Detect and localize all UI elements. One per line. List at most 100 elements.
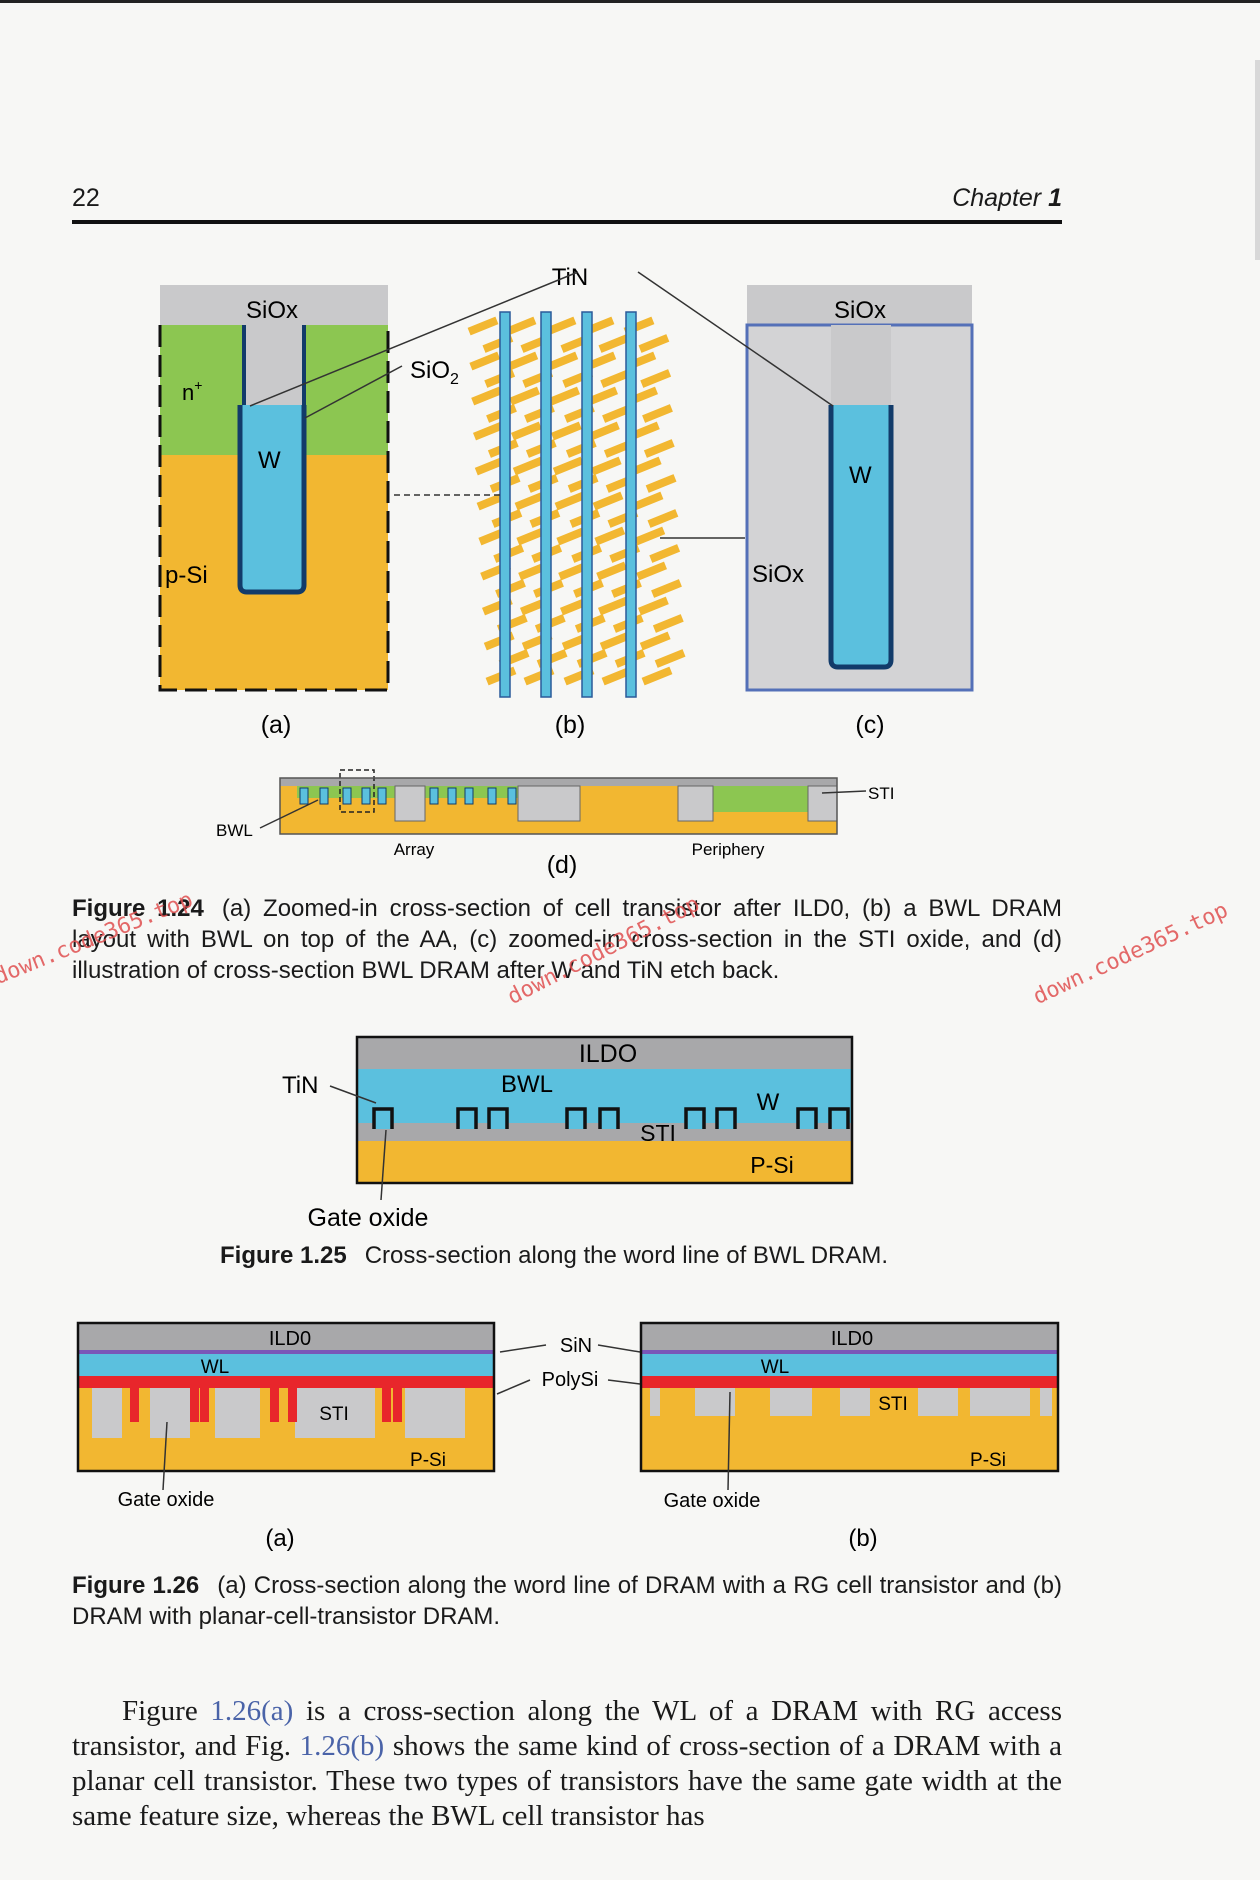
label-gate-oxide-126b: Gate oxide (664, 1490, 761, 1512)
ref-figure-1-26b[interactable]: 1.26(b) (299, 1730, 385, 1762)
tin-liner (487, 1107, 509, 1129)
label-sio2: SiO2 (410, 357, 459, 388)
sti-block (840, 1388, 870, 1416)
active-area (600, 369, 632, 388)
label-bwl-d: BWL (216, 821, 253, 840)
active-area (556, 526, 588, 546)
ref-figure-1-26a[interactable]: 1.26(a) (210, 1695, 294, 1727)
label-siox-c-top: SiOx (834, 297, 886, 324)
active-area (636, 561, 668, 581)
label-sin: SiN (560, 1335, 592, 1357)
figure-1-25: ILDO BWL W STI P-Si TiN Gate oxide (282, 1035, 854, 1232)
fig126-callouts: SiN PolySi (496, 1335, 641, 1395)
label-psi-a: p-Si (165, 562, 208, 589)
buried-gate (319, 787, 329, 805)
label-array: Array (394, 840, 435, 859)
label-b-126: (b) (848, 1525, 877, 1552)
gate-fin (374, 1105, 392, 1129)
buried-gate (487, 787, 497, 805)
active-area (597, 596, 629, 616)
bwl-line (499, 311, 511, 698)
active-area (643, 439, 675, 458)
recess-gate (288, 1388, 297, 1422)
fig124-panel-d: STI BWL Array Periphery (d) (216, 769, 894, 879)
active-area (590, 456, 622, 476)
label-ild0-125: ILDO (579, 1040, 637, 1068)
active-area (552, 456, 584, 476)
label-psi-125: P-Si (750, 1152, 793, 1178)
label-w-c: W (849, 462, 872, 489)
label-tin-125: TiN (282, 1072, 318, 1099)
body-paragraph: Figure 1.26(a) is a cross-section along … (72, 1695, 1063, 1832)
label-psi-126a: P-Si (410, 1450, 446, 1471)
active-area (545, 316, 577, 336)
buried-gate (299, 787, 309, 805)
label-ild0-126a: ILD0 (269, 1328, 311, 1350)
label-wl-126a: WL (201, 1357, 230, 1378)
recess-gate (130, 1388, 139, 1422)
recess-gate (382, 1388, 391, 1422)
gate-fin (830, 1105, 848, 1129)
active-area (550, 421, 582, 441)
active-area (474, 456, 506, 476)
label-polysi: PolySi (542, 1369, 599, 1391)
active-area (592, 491, 624, 511)
tin-liner (456, 1107, 478, 1129)
bwl-line (581, 311, 593, 698)
active-area (472, 421, 504, 441)
sti-block (650, 1388, 660, 1416)
top-border (0, 0, 1260, 3)
buried-gate (377, 787, 387, 805)
dashed-outline (158, 325, 390, 692)
active-area (585, 351, 617, 371)
active-area (641, 666, 673, 686)
label-a: (a) (261, 711, 292, 739)
label-a-126: (a) (265, 1525, 294, 1552)
sti-block (295, 1388, 375, 1438)
label-nplus: n+ (182, 377, 202, 405)
label-d: (d) (547, 851, 578, 879)
active-area (512, 456, 544, 476)
label-bwl-125: BWL (501, 1071, 553, 1098)
active-area (471, 386, 503, 406)
active-area (505, 316, 537, 336)
active-area (594, 526, 626, 546)
active-area (638, 334, 670, 353)
bwl-line (540, 311, 552, 698)
fig124-panel-a: SiOx n+ W p-Si (a) (158, 285, 390, 739)
recess-gate (270, 1388, 279, 1422)
label-sti-126b: STI (878, 1394, 908, 1415)
active-area (602, 404, 633, 423)
active-area (632, 491, 664, 511)
gate-fin (458, 1105, 476, 1129)
tin-liner (598, 1107, 620, 1129)
sti-block (150, 1388, 190, 1438)
active-area (601, 666, 633, 686)
sti-block (695, 1388, 735, 1416)
caption-figure-1-26: Figure 1.26(a) Cross-section along the w… (72, 1572, 1062, 1630)
sti-block (970, 1388, 1030, 1416)
sti-block (405, 1388, 465, 1438)
ild0-layer (357, 1037, 852, 1069)
label-tin-top: TiN (552, 264, 588, 291)
active-area (634, 526, 666, 546)
active-area (554, 491, 586, 511)
siox-cap (160, 285, 388, 325)
active-area (514, 491, 546, 511)
page-edge (1255, 60, 1260, 260)
running-header: 22 Chapter 1 (72, 182, 1062, 224)
w-gate-c (828, 405, 894, 670)
gate-fin (717, 1105, 735, 1129)
gate-fin (489, 1105, 507, 1129)
buried-gate (507, 787, 517, 805)
active-area (652, 614, 684, 633)
active-area (547, 351, 579, 371)
label-c: (c) (855, 711, 884, 739)
siox-trench-fill (244, 325, 304, 405)
label-gate-oxide-126a: Gate oxide (118, 1489, 215, 1511)
active-area (639, 631, 671, 651)
active-area (598, 334, 630, 353)
active-area (596, 561, 628, 581)
label-psi-126b: P-Si (970, 1450, 1006, 1471)
sti-block (918, 1388, 958, 1416)
